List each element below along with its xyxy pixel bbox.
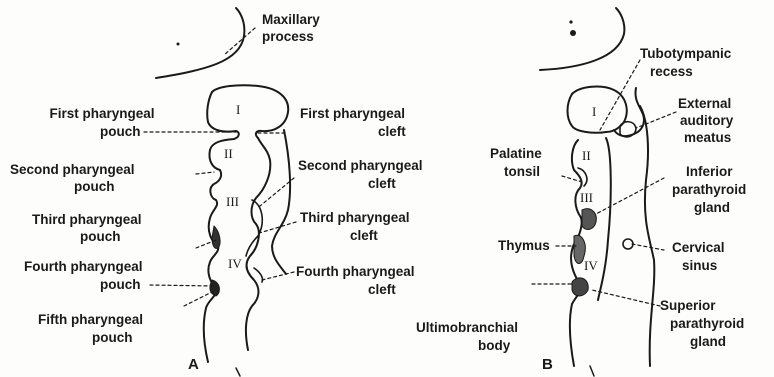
- label-external-line3: meatus: [684, 130, 731, 146]
- panel-b-head-outline: [540, 8, 624, 70]
- label-external-line1: External: [678, 96, 731, 112]
- arch-one-outline: [212, 85, 288, 138]
- label-fifth-pouch-line2: pouch: [92, 330, 133, 346]
- label-palatine-line2: tonsil: [504, 164, 540, 180]
- label-second-pouch-line1: Second pharyngeal: [10, 162, 135, 178]
- panel-b-letter: B: [542, 356, 553, 373]
- label-first-cleft-line2: cleft: [378, 124, 406, 140]
- label-ultimobranchial-line1: Ultimobranchial: [416, 320, 518, 336]
- label-fifth-pouch-line1: Fifth pharyngeal: [38, 312, 143, 328]
- arch-numeral-b-4: IV: [584, 258, 598, 274]
- arch-numeral-3: III: [226, 194, 239, 210]
- label-third-cleft-line2: cleft: [350, 228, 378, 244]
- label-ultimobranchial-line2: body: [478, 338, 510, 354]
- panel-a-drawing: [144, 8, 296, 362]
- label-maxillary-line1: Maxillary: [262, 12, 320, 28]
- label-fourth-cleft-line2: cleft: [368, 282, 396, 298]
- pharynx-right-wall: [246, 138, 270, 350]
- label-inferior-line3: gland: [694, 200, 730, 216]
- label-third-cleft-line1: Third pharyngeal: [300, 210, 410, 226]
- maxillary-process-outline: [156, 8, 244, 78]
- label-first-pouch-line1: First pharyngeal: [22, 106, 182, 122]
- arch-numeral-2: II: [224, 146, 233, 162]
- pharynx-left-wall: [204, 92, 239, 362]
- label-fourth-pouch-line1: Fourth pharyngeal: [24, 259, 143, 275]
- label-tubotympanic-line1: Tubotympanic: [640, 46, 731, 62]
- arch-numeral-1: I: [236, 102, 240, 118]
- label-maxillary-line2: process: [262, 29, 314, 45]
- arch-numeral-b-1: I: [592, 104, 596, 120]
- label-third-pouch-line2: pouch: [80, 229, 121, 245]
- label-second-pouch-line2: pouch: [74, 179, 115, 195]
- label-second-cleft-line1: Second pharyngeal: [298, 158, 423, 174]
- outer-surface: [272, 130, 290, 274]
- label-superior-line3: gland: [690, 334, 726, 350]
- label-first-cleft-line1: First pharyngeal: [300, 106, 405, 122]
- label-superior-line2: parathyroid: [670, 316, 744, 332]
- label-inferior-line2: parathyroid: [672, 182, 746, 198]
- label-inferior-line1: Inferior: [686, 164, 733, 180]
- arch-numeral-4: IV: [228, 256, 242, 272]
- label-first-pouch-line2: pouch: [100, 124, 141, 140]
- label-fourth-pouch-line2: pouch: [100, 277, 141, 293]
- label-palatine-line1: Palatine: [490, 146, 542, 162]
- panel-a-letter: A: [188, 356, 199, 373]
- arch-numeral-b-3: III: [580, 190, 593, 206]
- label-thymus: Thymus: [498, 238, 550, 254]
- label-second-cleft-line2: cleft: [368, 176, 396, 192]
- maxillary-leader: [224, 28, 255, 55]
- label-third-pouch-line1: Third pharyngeal: [32, 212, 142, 228]
- arch-numeral-b-2: II: [582, 148, 591, 164]
- label-external-line2: auditory: [680, 113, 733, 129]
- label-superior-line1: Superior: [660, 298, 716, 314]
- label-cervical-line1: Cervical: [672, 240, 725, 256]
- label-tubotympanic-line2: recess: [650, 64, 693, 80]
- label-cervical-line2: sinus: [682, 258, 717, 274]
- label-fourth-cleft-line1: Fourth pharyngeal: [296, 264, 415, 280]
